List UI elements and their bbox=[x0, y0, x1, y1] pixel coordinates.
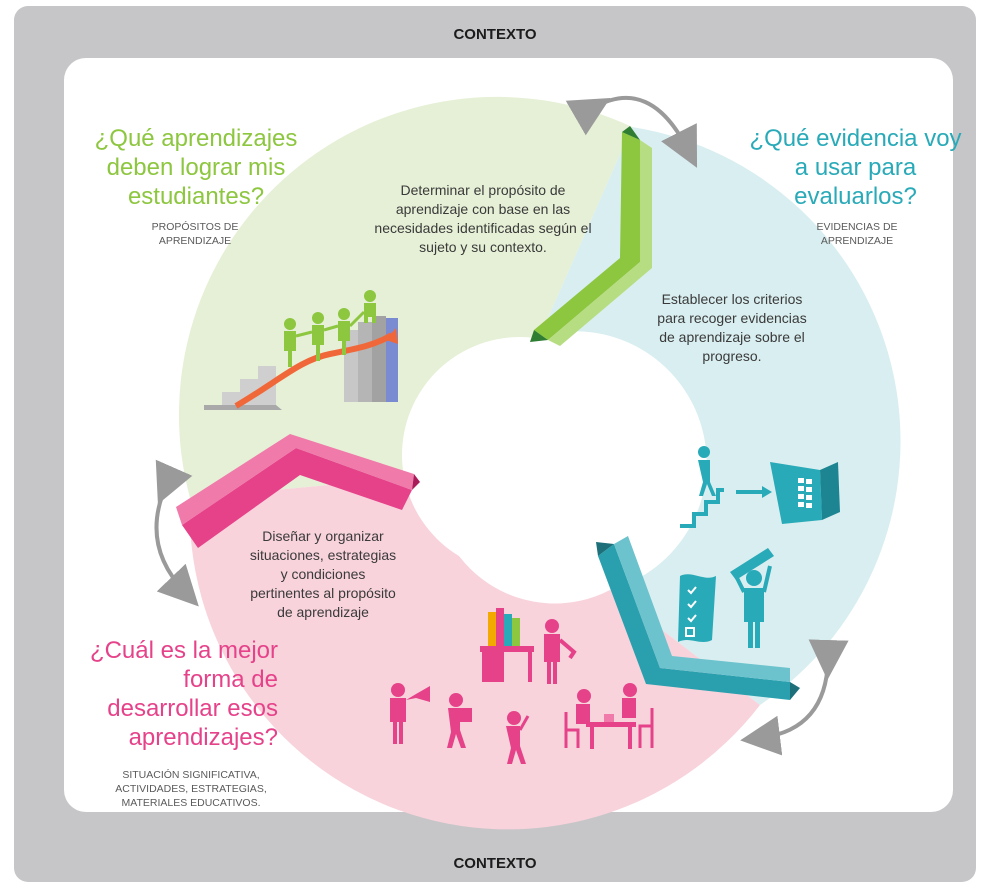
blue-subtitle-line-2: APRENDIZAJE bbox=[820, 235, 894, 247]
blue-subtitle: EVIDENCIAS DE APRENDIZAJE bbox=[772, 220, 942, 248]
blue-question: ¿Qué evidencia voy a usar para evaluarlo… bbox=[749, 125, 962, 210]
pink-subtitle-line-2: ACTIVIDADES, ESTRATEGIAS, bbox=[115, 783, 267, 795]
blue-body: Establecer los criterios para recoger ev… bbox=[657, 291, 807, 364]
green-subtitle-line-1: PROPÓSITOS DE bbox=[151, 221, 239, 233]
arrow-pink-green bbox=[154, 459, 199, 607]
team-climbing-stairs-icon bbox=[204, 290, 398, 410]
teacher-at-desk-icon bbox=[480, 608, 577, 684]
center-hole bbox=[402, 337, 638, 573]
sector-pink bbox=[189, 475, 760, 830]
context-label-top: CONTEXTO bbox=[453, 26, 537, 43]
checklist-icon bbox=[678, 574, 716, 642]
blue-subtitle-line-1: EVIDENCIAS DE bbox=[816, 221, 898, 233]
arrow-green-blue bbox=[565, 96, 698, 168]
sector-green bbox=[178, 96, 632, 499]
green-subtitle-line-2: APRENDIZAJE bbox=[158, 235, 232, 247]
pink-question: ¿Cuál es la mejor forma de desarrollar e… bbox=[89, 637, 278, 751]
people-at-table-icon bbox=[564, 683, 654, 749]
green-subtitle: PROPÓSITOS DE APRENDIZAJE bbox=[110, 220, 280, 248]
person-megaphone-icon bbox=[390, 683, 430, 744]
person-walking-icon bbox=[506, 711, 530, 764]
pink-chevron bbox=[176, 434, 420, 548]
green-question: ¿Qué aprendizajes deben lograr mis estud… bbox=[94, 125, 298, 210]
laptop-icon bbox=[770, 462, 840, 524]
person-carrying-books-icon bbox=[447, 693, 472, 748]
arrow-blue-pink bbox=[740, 639, 849, 756]
pink-body: Diseñar y organizar situaciones, estrate… bbox=[249, 528, 397, 620]
person-climbing-stairs-icon bbox=[680, 446, 772, 528]
pink-subtitle: SITUACIÓN SIGNIFICATIVA, ACTIVIDADES, ES… bbox=[96, 768, 286, 810]
context-label-bottom: CONTEXTO bbox=[453, 855, 537, 872]
green-body: Determinar el propósito de aprendizaje c… bbox=[374, 182, 592, 255]
pink-subtitle-line-1: SITUACIÓN SIGNIFICATIVA, bbox=[122, 769, 260, 781]
pink-subtitle-line-3: MATERIALES EDUCATIVOS. bbox=[121, 797, 261, 809]
person-holding-pencil-icon bbox=[730, 548, 774, 648]
